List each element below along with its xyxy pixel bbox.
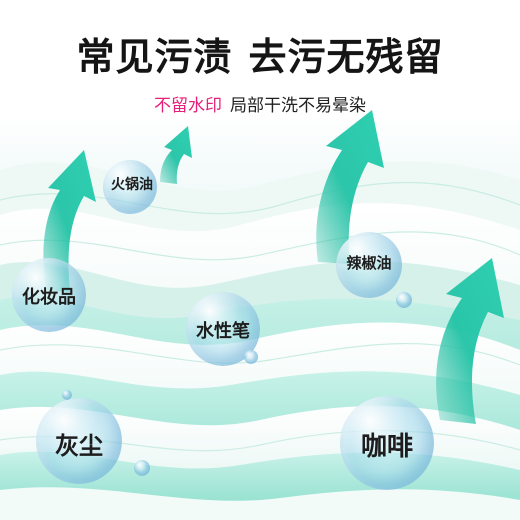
bubble-cosmetics (12, 258, 86, 332)
label-dust: 灰尘 (55, 432, 103, 460)
subline-highlight: 不留水印 (154, 96, 222, 116)
label-hotpot-oil: 火锅油 (111, 177, 153, 193)
label-cosmetics: 化妆品 (22, 287, 76, 308)
arrow-center-icon (316, 110, 384, 264)
bubble-dust (36, 398, 122, 484)
small-bubble-icon (396, 292, 412, 308)
headline-part1: 常见污渍 (76, 35, 233, 79)
small-bubble-icon (244, 350, 258, 364)
bubble-hotpot-oil (103, 160, 157, 214)
label-coffee: 咖啡 (360, 432, 413, 462)
small-bubble-icon (134, 460, 150, 476)
bubble-coffee (340, 396, 434, 490)
headline-part2: 去污无残留 (248, 35, 444, 79)
arrow-left-icon (43, 150, 96, 292)
bubble-chili-oil (336, 232, 402, 298)
small-bubble-icon (62, 390, 72, 400)
arrow-right-icon (436, 258, 504, 424)
arrow-small-icon (160, 126, 192, 184)
headline: 常见污渍去污无残留 (0, 26, 520, 81)
subline: 不留水印局部干洗不易晕染 (0, 91, 520, 116)
subline-rest: 局部干洗不易晕染 (230, 96, 366, 116)
label-chili-oil: 辣椒油 (346, 254, 392, 272)
label-marker: 水性笔 (196, 321, 250, 342)
